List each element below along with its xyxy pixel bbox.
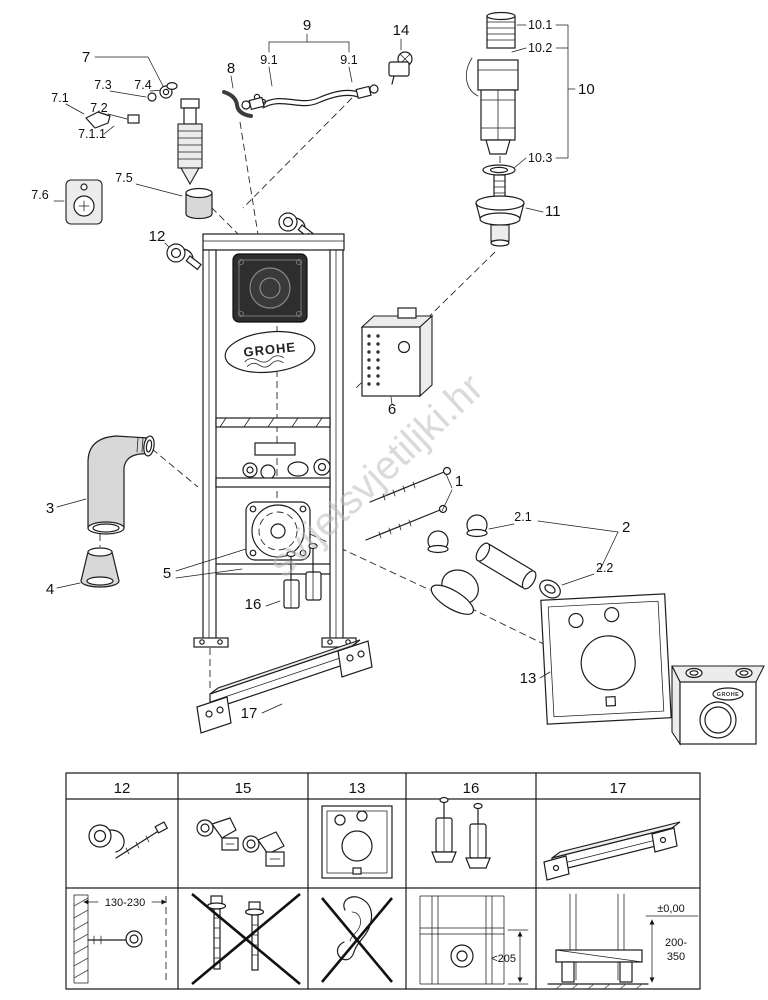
callout-14: 14	[393, 22, 410, 39]
dim-130-230: 130-230	[105, 897, 145, 909]
callout-3: 3	[46, 500, 54, 517]
part-2-fixing-set	[427, 514, 619, 615]
part-17-support-rail	[196, 639, 373, 734]
grohe-logo: GROHE	[224, 330, 316, 374]
table-header-17: 17	[610, 780, 627, 797]
callout-13-leader	[539, 671, 551, 679]
installation-frame: GROHE	[193, 233, 357, 648]
callout-8: 8	[227, 60, 235, 77]
dim-205: <205	[491, 953, 516, 965]
callout-labels: 7 7.3 7.4 7.1 7.2 7.1.1 7.5 7.6 12 8 9 9…	[31, 17, 630, 722]
part-8-bracket	[222, 75, 267, 118]
table-cell-12-dimension: 130-230	[73, 894, 167, 984]
callout-17: 17	[241, 705, 258, 722]
grohe-logo-text: GROHE	[243, 339, 297, 359]
callout-2: 2	[622, 519, 630, 536]
callout-10: 10	[578, 81, 595, 98]
part-7-filling-valve	[53, 56, 213, 225]
callout-2-2: 2.2	[596, 561, 613, 575]
callout-7-1: 7.1	[51, 91, 68, 105]
callout-10-3: 10.3	[528, 151, 552, 165]
part-1-bolts	[365, 466, 453, 541]
part-16-anchors	[265, 542, 322, 609]
callout-5: 5	[163, 565, 171, 582]
part-9-supply-hose	[241, 33, 379, 111]
part-5-leaders	[175, 548, 247, 579]
table-header-16: 16	[463, 780, 480, 797]
part-4-cone-seal	[56, 547, 120, 589]
dim-200: 200-	[665, 937, 687, 949]
callout-7: 7	[82, 49, 90, 66]
dim-datum: ±0,00	[657, 903, 684, 915]
callout-1: 1	[455, 473, 463, 490]
callout-10-1: 10.1	[528, 18, 552, 32]
table-cell-17-dimension: ±0,00 200- 350	[547, 893, 699, 990]
callout-12: 12	[149, 228, 166, 245]
callout-9: 9	[303, 17, 311, 34]
part-3-flush-bend	[56, 435, 155, 535]
table-headers: 12 15 13 16 17	[114, 780, 627, 797]
callout-11: 11	[545, 203, 561, 220]
table-cell-16-dimension: <205	[419, 895, 529, 985]
callout-16: 16	[245, 596, 262, 613]
callout-10-2: 10.2	[528, 41, 552, 55]
table-cell-13-pad	[321, 805, 393, 879]
wall-bracket: GROHE	[671, 665, 765, 746]
callout-9-1-left: 9.1	[260, 53, 277, 67]
callout-7-3: 7.3	[94, 78, 111, 92]
table-header-15: 15	[235, 780, 252, 797]
table-cell-15-brackets	[196, 817, 285, 867]
callout-6: 6	[388, 401, 396, 418]
table-cell-17-rail	[543, 821, 681, 881]
callout-7-6: 7.6	[31, 188, 48, 202]
callout-7-1-1: 7.1.1	[78, 127, 106, 141]
table-header-13: 13	[349, 780, 366, 797]
callout-2-1: 2.1	[514, 510, 531, 524]
part-13-sound-insulation	[540, 593, 672, 725]
callout-7-4: 7.4	[134, 78, 151, 92]
table-cell-16-anchors	[431, 796, 491, 869]
bracket-logo-text: GROHE	[717, 692, 740, 698]
table-header-12: 12	[114, 780, 131, 797]
table-cell-13-no-noise	[321, 896, 393, 983]
part-6-mounting-box	[360, 307, 434, 405]
wall-hook-left	[164, 242, 202, 271]
callout-7-5: 7.5	[115, 171, 132, 185]
info-table: 12 15 13 16 17 130-230	[65, 772, 701, 990]
callout-7-2: 7.2	[90, 101, 107, 115]
part-10-flush-valve	[465, 11, 576, 247]
part-14-angle-valve	[388, 38, 413, 85]
table-cell-15-no-screws	[191, 893, 301, 985]
callout-13: 13	[520, 670, 537, 687]
callout-4: 4	[46, 581, 54, 598]
dim-350: 350	[667, 951, 685, 963]
callout-9-1-right: 9.1	[340, 53, 357, 67]
table-cell-12-hook	[88, 821, 169, 859]
